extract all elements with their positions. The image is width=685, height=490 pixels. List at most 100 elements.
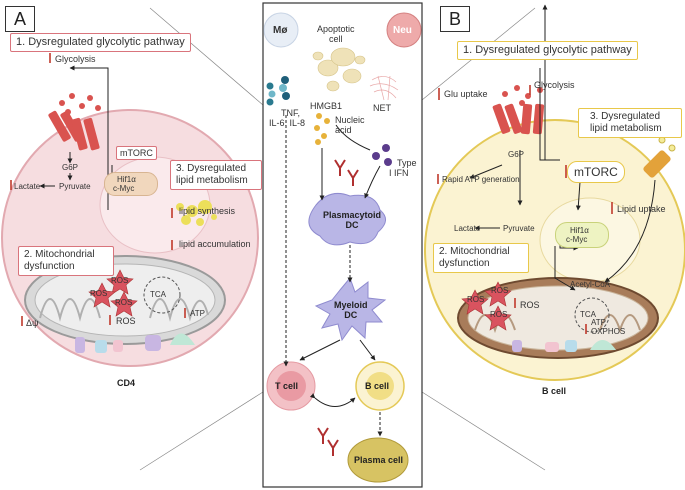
t-cell-label: T cell	[275, 381, 299, 391]
ifn-label-line1: Type	[397, 158, 417, 168]
cd4-hif-bubble: Hif1α c-Myc	[104, 172, 158, 196]
pdc-label-line1: Plasmacytoid	[323, 210, 382, 220]
hmgb1-label: HMGB1	[310, 101, 343, 111]
cd4-delta-psi-label: Δψ	[26, 318, 39, 328]
bcell-lipid-uptake-label: Lipid uptake	[617, 204, 666, 214]
cd4-glycolysis-label: Glycolysis	[55, 54, 96, 64]
cd4-lipid-box-line1: 3. Dysregulated	[176, 163, 247, 174]
bcell-oxphos-label: OXPHOS	[591, 327, 626, 336]
cd4-glycolytic-box: 1. Dysregulated glycolytic pathway	[10, 33, 191, 52]
bcell-membrane-transporters	[492, 85, 545, 135]
cd4-lipid-droplets	[176, 200, 217, 226]
cd4-cmyc-label: c-Myc	[113, 184, 135, 193]
ifn-molecules	[372, 144, 392, 166]
bcell-lipid-box-line1: 3. Dysregulated	[590, 111, 661, 122]
plasmacytoid-dc	[308, 193, 386, 246]
bcell-g6p-label: G6P	[508, 150, 525, 159]
middle-panel-frame	[262, 2, 423, 488]
plasma-cell-label: Plasma cell	[354, 455, 404, 465]
bcell-lactate-label: Lactate	[454, 224, 481, 233]
t-cell-nucleus	[276, 371, 306, 401]
cd4-mtorc-box: mTORC	[116, 146, 157, 160]
panel-a-tag: A	[5, 6, 35, 32]
nucleic-acid-label-line1: Nucleic	[335, 115, 365, 125]
hmgb1-molecules	[314, 113, 330, 145]
cytokines	[266, 76, 290, 106]
mdc-label-line2: DC	[344, 310, 358, 320]
plasma-cell	[347, 437, 409, 483]
apoptotic-label: Apoptotic cell	[317, 24, 355, 44]
bcell-cell-label: B cell	[542, 386, 567, 396]
cytokines-label-line2: IL-6, IL-8	[269, 118, 306, 128]
bcell-glycolysis-label: Glycolysis	[534, 80, 575, 90]
bcell-lipid-box: 3. Dysregulated lipid metabolism	[578, 108, 682, 138]
bcell-hif-label: Hif1α	[570, 226, 589, 235]
bcell-mitochondrion	[457, 277, 659, 359]
mdc-label-line1: Myeloid	[334, 300, 368, 310]
bcell-mtorc-box: mTORC	[567, 161, 625, 183]
bcell-cmyc-label: c-Myc	[566, 235, 588, 244]
pdc-label: Plasmacytoid DC	[323, 210, 381, 230]
b-cell-mid-nucleus	[366, 372, 394, 400]
cd4-membrane-transporters	[48, 93, 101, 151]
bcell-lipid-transporter	[643, 132, 676, 178]
nucleic-acid-label-line2: acid	[335, 125, 352, 135]
bcell-mito-box: 2. Mitochondrial dysfunction	[433, 243, 529, 273]
bcell-mito-box-line2: dysfunction	[439, 258, 490, 269]
cd4-etc-complexes	[75, 333, 195, 353]
net-label: NET	[373, 103, 391, 113]
bcell-glu-uptake-label: Glu uptake	[444, 89, 488, 99]
cd4-ros-label-1: ROS	[111, 276, 129, 285]
cd4-tca-label: TCA	[150, 290, 166, 299]
cd4-mito-box-line1: 2. Mitochondrial	[24, 249, 95, 260]
bcell-atp-oxphos-label: ATP OXPHOS	[591, 318, 625, 336]
bcell-ros-stars	[461, 281, 512, 331]
bcell-lipid-box-line2: lipid metabolism	[590, 123, 662, 134]
b-cell-mid-label: B cell	[365, 381, 390, 391]
net-fibers	[369, 75, 399, 101]
cd4-mito-box-line2: dysfunction	[24, 261, 75, 272]
bcell-tca-label: TCA	[580, 310, 596, 319]
antibodies-top	[334, 159, 359, 186]
bcell-pyruvate-label: Pyruvate	[503, 224, 535, 233]
cd4-lactate-label: Lactate	[14, 182, 41, 191]
bcell-glycolytic-box: 1. Dysregulated glycolytic pathway	[457, 41, 638, 60]
bcell-ros-label-4: ROS	[520, 300, 540, 310]
nucleic-acid-label: Nucleic acid	[335, 115, 365, 135]
macrophage	[263, 12, 299, 48]
ifn-label: Type I IFN	[389, 158, 417, 178]
mid-pathway-arrows	[283, 115, 383, 437]
cd4-mito-box: 2. Mitochondrial dysfunction	[18, 246, 114, 276]
bcell-rapid-atp-label: Rapid ATP generation	[442, 175, 520, 184]
panel-b-tag: B	[440, 6, 470, 32]
cd4-ros-label-2: ROS	[90, 289, 108, 298]
cd4-lipid-accumulation-label: lipid accumulation	[179, 239, 251, 249]
bcell-pathway-arrows	[469, 4, 656, 291]
neutrophil-label: Neu	[393, 25, 412, 36]
myeloid-dc	[314, 277, 387, 342]
bcell-acetyl-label: Acetyl-CoA	[570, 280, 611, 289]
cd4-ros-stars	[88, 269, 138, 317]
cd4-pyruvate-label: Pyruvate	[59, 182, 91, 191]
mdc-label: Myeloid DC	[334, 300, 368, 320]
cd4-hif-label: Hif1α	[117, 175, 136, 184]
bcell-mito-box-line1: 2. Mitochondrial	[439, 246, 510, 257]
cd4-cell-label: CD4	[117, 378, 136, 388]
bcell-ros-label-2: ROS	[467, 295, 485, 304]
cd4-g6p-label: G6P	[62, 163, 79, 172]
bcell-ros-label-1: ROS	[491, 286, 509, 295]
cd4-lipid-box: 3. Dysregulated lipid metabolism	[170, 160, 262, 190]
apoptotic-label-line2: cell	[329, 34, 343, 44]
apoptotic-cell	[312, 47, 366, 92]
bcell-etc-complexes	[512, 340, 616, 352]
neutrophil	[386, 12, 422, 48]
cd4-lipid-synthesis-label: lipid synthesis	[179, 206, 236, 216]
cd4-ros-label-3: ROS	[115, 298, 133, 307]
bcell-atp-label: ATP	[591, 318, 606, 327]
cd4-ros-label-4: ROS	[116, 316, 136, 326]
bcell-hif-bubble: Hif1α c-Myc	[555, 222, 609, 248]
cytokines-label: TNF, IL-6, IL-8	[269, 108, 305, 128]
cd4-lipid-box-line2: lipid metabolism	[176, 175, 248, 186]
pdc-label-line2: DC	[345, 220, 359, 230]
